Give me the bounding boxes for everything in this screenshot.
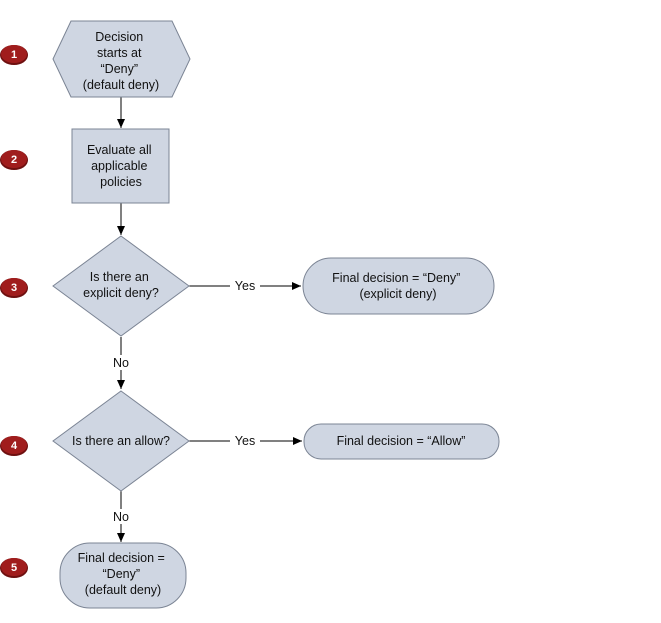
- step-number: 2: [11, 154, 17, 166]
- node-start: Decision starts at “Deny” (default deny): [52, 20, 191, 98]
- step-badges: 1 2 3 4 5: [0, 45, 28, 578]
- step-number: 1: [11, 49, 17, 61]
- final-deny-explicit-box: [302, 257, 495, 315]
- explicit-deny-diamond: [52, 235, 190, 337]
- final-deny-explicit-label: Final decision = “Deny” (explicit deny): [332, 271, 464, 301]
- step-badge-5: 5: [0, 558, 28, 578]
- node-final-deny-default: Final decision = “Deny” (default deny): [59, 542, 187, 609]
- step-badge-1: 1: [0, 45, 28, 65]
- final-allow-box: [303, 423, 500, 460]
- edge-label-yes-allow: Yes: [235, 434, 255, 448]
- allow-question: Is there an allow?: [72, 434, 170, 448]
- evaluate-label: Evaluate all applicable policies: [87, 143, 155, 189]
- allow-diamond: [52, 390, 190, 492]
- edge-label-no-allow: No: [113, 510, 129, 524]
- node-final-deny-explicit: Final decision = “Deny” (explicit deny): [302, 257, 495, 315]
- evaluate-rectangle: [71, 128, 170, 204]
- node-evaluate: Evaluate all applicable policies: [71, 128, 170, 204]
- step-number: 5: [11, 562, 17, 574]
- final-allow-label: Final decision = “Allow”: [337, 434, 466, 448]
- start-hexagon: [52, 20, 191, 98]
- edge-label-yes-explicit-deny: Yes: [235, 279, 255, 293]
- start-label: Decision starts at “Deny” (default deny): [83, 30, 159, 92]
- step-number: 3: [11, 282, 17, 294]
- final-deny-default-box: [59, 542, 187, 609]
- step-badge-2: 2: [0, 150, 28, 170]
- edge-labels: Yes No Yes No: [108, 278, 260, 524]
- node-final-allow: Final decision = “Allow”: [303, 423, 500, 460]
- node-explicit-deny-check: Is there an explicit deny?: [52, 235, 190, 337]
- edge-label-no-explicit-deny: No: [113, 356, 129, 370]
- step-number: 4: [11, 440, 18, 452]
- final-deny-default-label: Final decision = “Deny” (default deny): [78, 551, 169, 597]
- node-allow-check: Is there an allow?: [52, 390, 190, 492]
- step-badge-4: 4: [0, 436, 28, 456]
- explicit-deny-question: Is there an explicit deny?: [83, 270, 159, 300]
- step-badge-3: 3: [0, 278, 28, 298]
